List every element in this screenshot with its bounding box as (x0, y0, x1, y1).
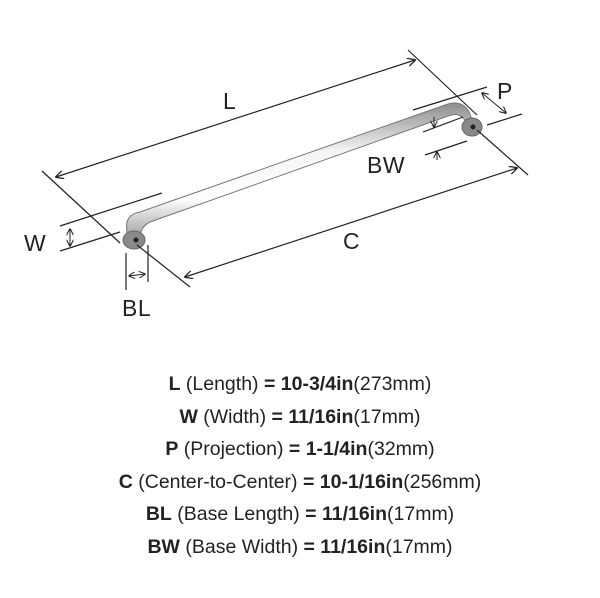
spec-abbr: P (165, 438, 179, 460)
spec-name: (Center-to-Center) (138, 470, 298, 493)
spec-value: = 10-3/4in (263, 373, 354, 395)
spec-abbr: BL (145, 503, 172, 525)
spec-value: = 11/16in (303, 535, 386, 558)
spec-line: W (Width) = 11/16in(17mm) (0, 401, 600, 434)
label-base-length: BL (122, 295, 152, 321)
spec-metric: (32mm) (367, 438, 435, 460)
spec-abbr: BW (147, 535, 180, 558)
spec-metric: (256mm) (403, 470, 482, 493)
spec-value: = 10-1/16in (302, 470, 404, 493)
spec-name: (Base Width) (185, 535, 299, 558)
spec-value: = 11/16in (305, 503, 388, 525)
label-center-to-center: C (343, 228, 361, 254)
cabinet-pull-handle (122, 102, 483, 250)
spec-name: (Length) (185, 373, 259, 395)
spec-line: BL (Base Length) = 11/16in(17mm) (0, 498, 600, 531)
spec-line: BW (Base Width) = 11/16in(17mm) (0, 531, 600, 564)
label-width: W (24, 230, 47, 256)
label-projection: P (497, 78, 513, 104)
spec-metric: (17mm) (387, 503, 455, 525)
spec-name: (Projection) (183, 438, 284, 460)
label-base-width: BW (367, 152, 406, 178)
spec-abbr: W (179, 405, 198, 428)
spec-list: L (Length) = 10-3/4in(273mm)W (Width) = … (0, 368, 600, 563)
dimension-lines (41, 49, 529, 290)
spec-metric: (17mm) (385, 535, 453, 558)
label-length: L (223, 88, 237, 114)
spec-line: P (Projection) = 1-1/4in(32mm) (0, 433, 600, 466)
spec-metric: (273mm) (353, 373, 432, 395)
spec-abbr: L (168, 373, 181, 395)
spec-metric: (17mm) (353, 405, 421, 428)
spec-line: C (Center-to-Center) = 10-1/16in(256mm) (0, 466, 600, 499)
spec-value: = 1-1/4in (288, 438, 368, 460)
spec-line: L (Length) = 10-3/4in(273mm) (0, 368, 600, 401)
spec-abbr: C (118, 470, 133, 493)
spec-name: (Width) (203, 405, 267, 428)
spec-value: = 11/16in (271, 405, 354, 428)
handle-drawing (41, 49, 529, 290)
spec-name: (Base Length) (177, 503, 300, 525)
